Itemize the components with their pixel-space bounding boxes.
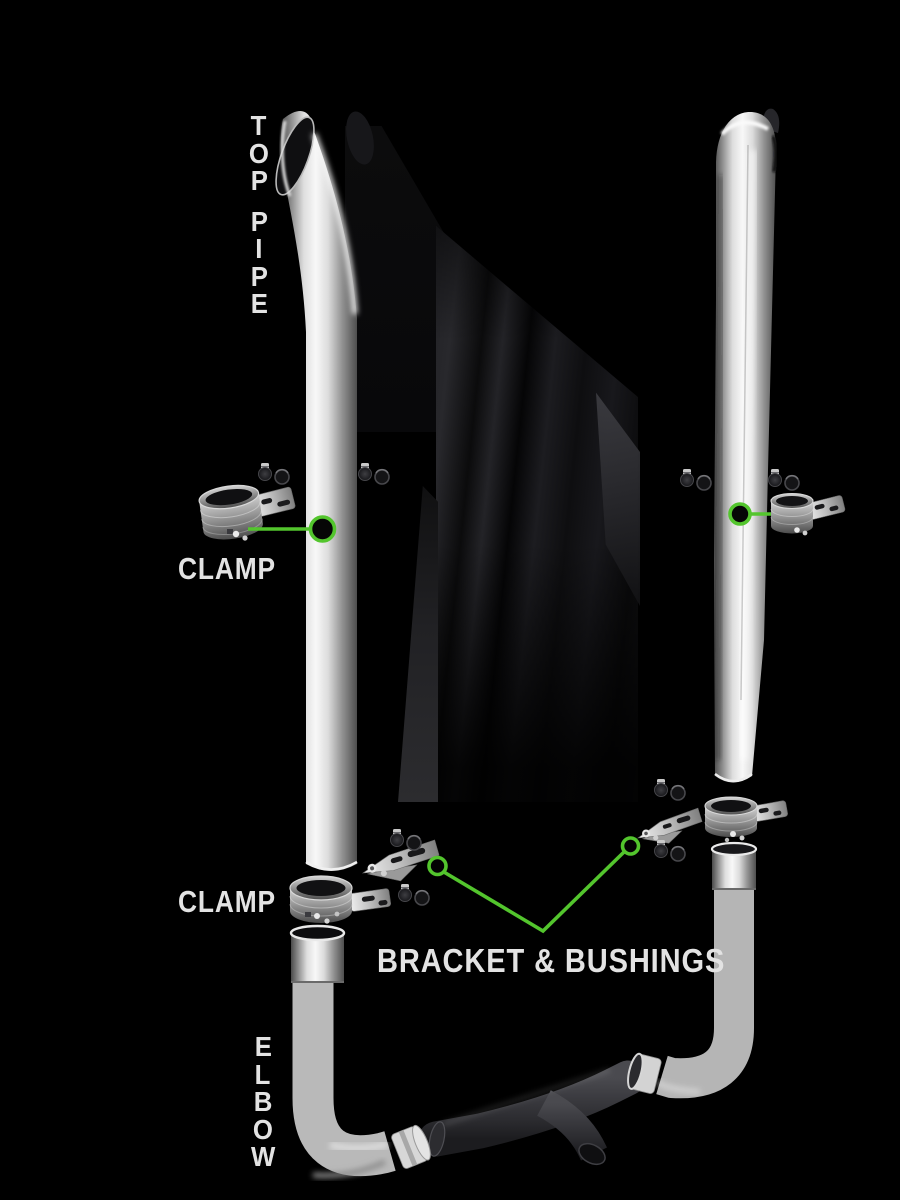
elbow-left — [289, 924, 431, 1178]
callout-clamp-upper-right — [728, 502, 771, 526]
top-pipe-right — [714, 112, 778, 783]
bushings-upper-left-a — [257, 462, 290, 485]
bracket-part-left — [361, 839, 440, 882]
bushings-lower-right-b — [653, 839, 686, 862]
callout-bracket-bushings — [427, 836, 641, 934]
bushings-lower-right-a — [653, 778, 686, 801]
top-pipe-left — [275, 110, 358, 871]
bracket-bushings-label: BRACKET & BUSHINGS — [377, 942, 726, 979]
bushings-upper-left-b — [357, 462, 390, 485]
clamp-part-lower-left — [289, 875, 391, 924]
mirror-arm-silhouette-left — [346, 111, 374, 165]
y-pipe-dark — [418, 1060, 646, 1166]
pipe-open-end-right — [710, 841, 758, 857]
elbow-connector-tip-left — [391, 1124, 431, 1169]
bushings-upper-right-a — [679, 468, 712, 491]
clamp-part-upper-left — [198, 484, 296, 541]
clamp-part-lower-right — [704, 796, 788, 843]
elbow-connector-tip-right — [627, 1052, 662, 1094]
bushings-lower-left-a — [389, 828, 422, 851]
bracket-part-right — [636, 807, 703, 844]
pipe-open-end-left — [289, 924, 346, 942]
bushings-upper-right-b — [767, 468, 800, 491]
elbow-right — [627, 841, 758, 1099]
clamp-part-upper-right — [770, 492, 846, 536]
clamp-upper-label: CLAMP — [178, 551, 276, 586]
clamp-lower-label: CLAMP — [178, 884, 276, 919]
bushings-lower-left-b — [397, 883, 430, 906]
callout-clamp-upper-left — [248, 515, 337, 543]
